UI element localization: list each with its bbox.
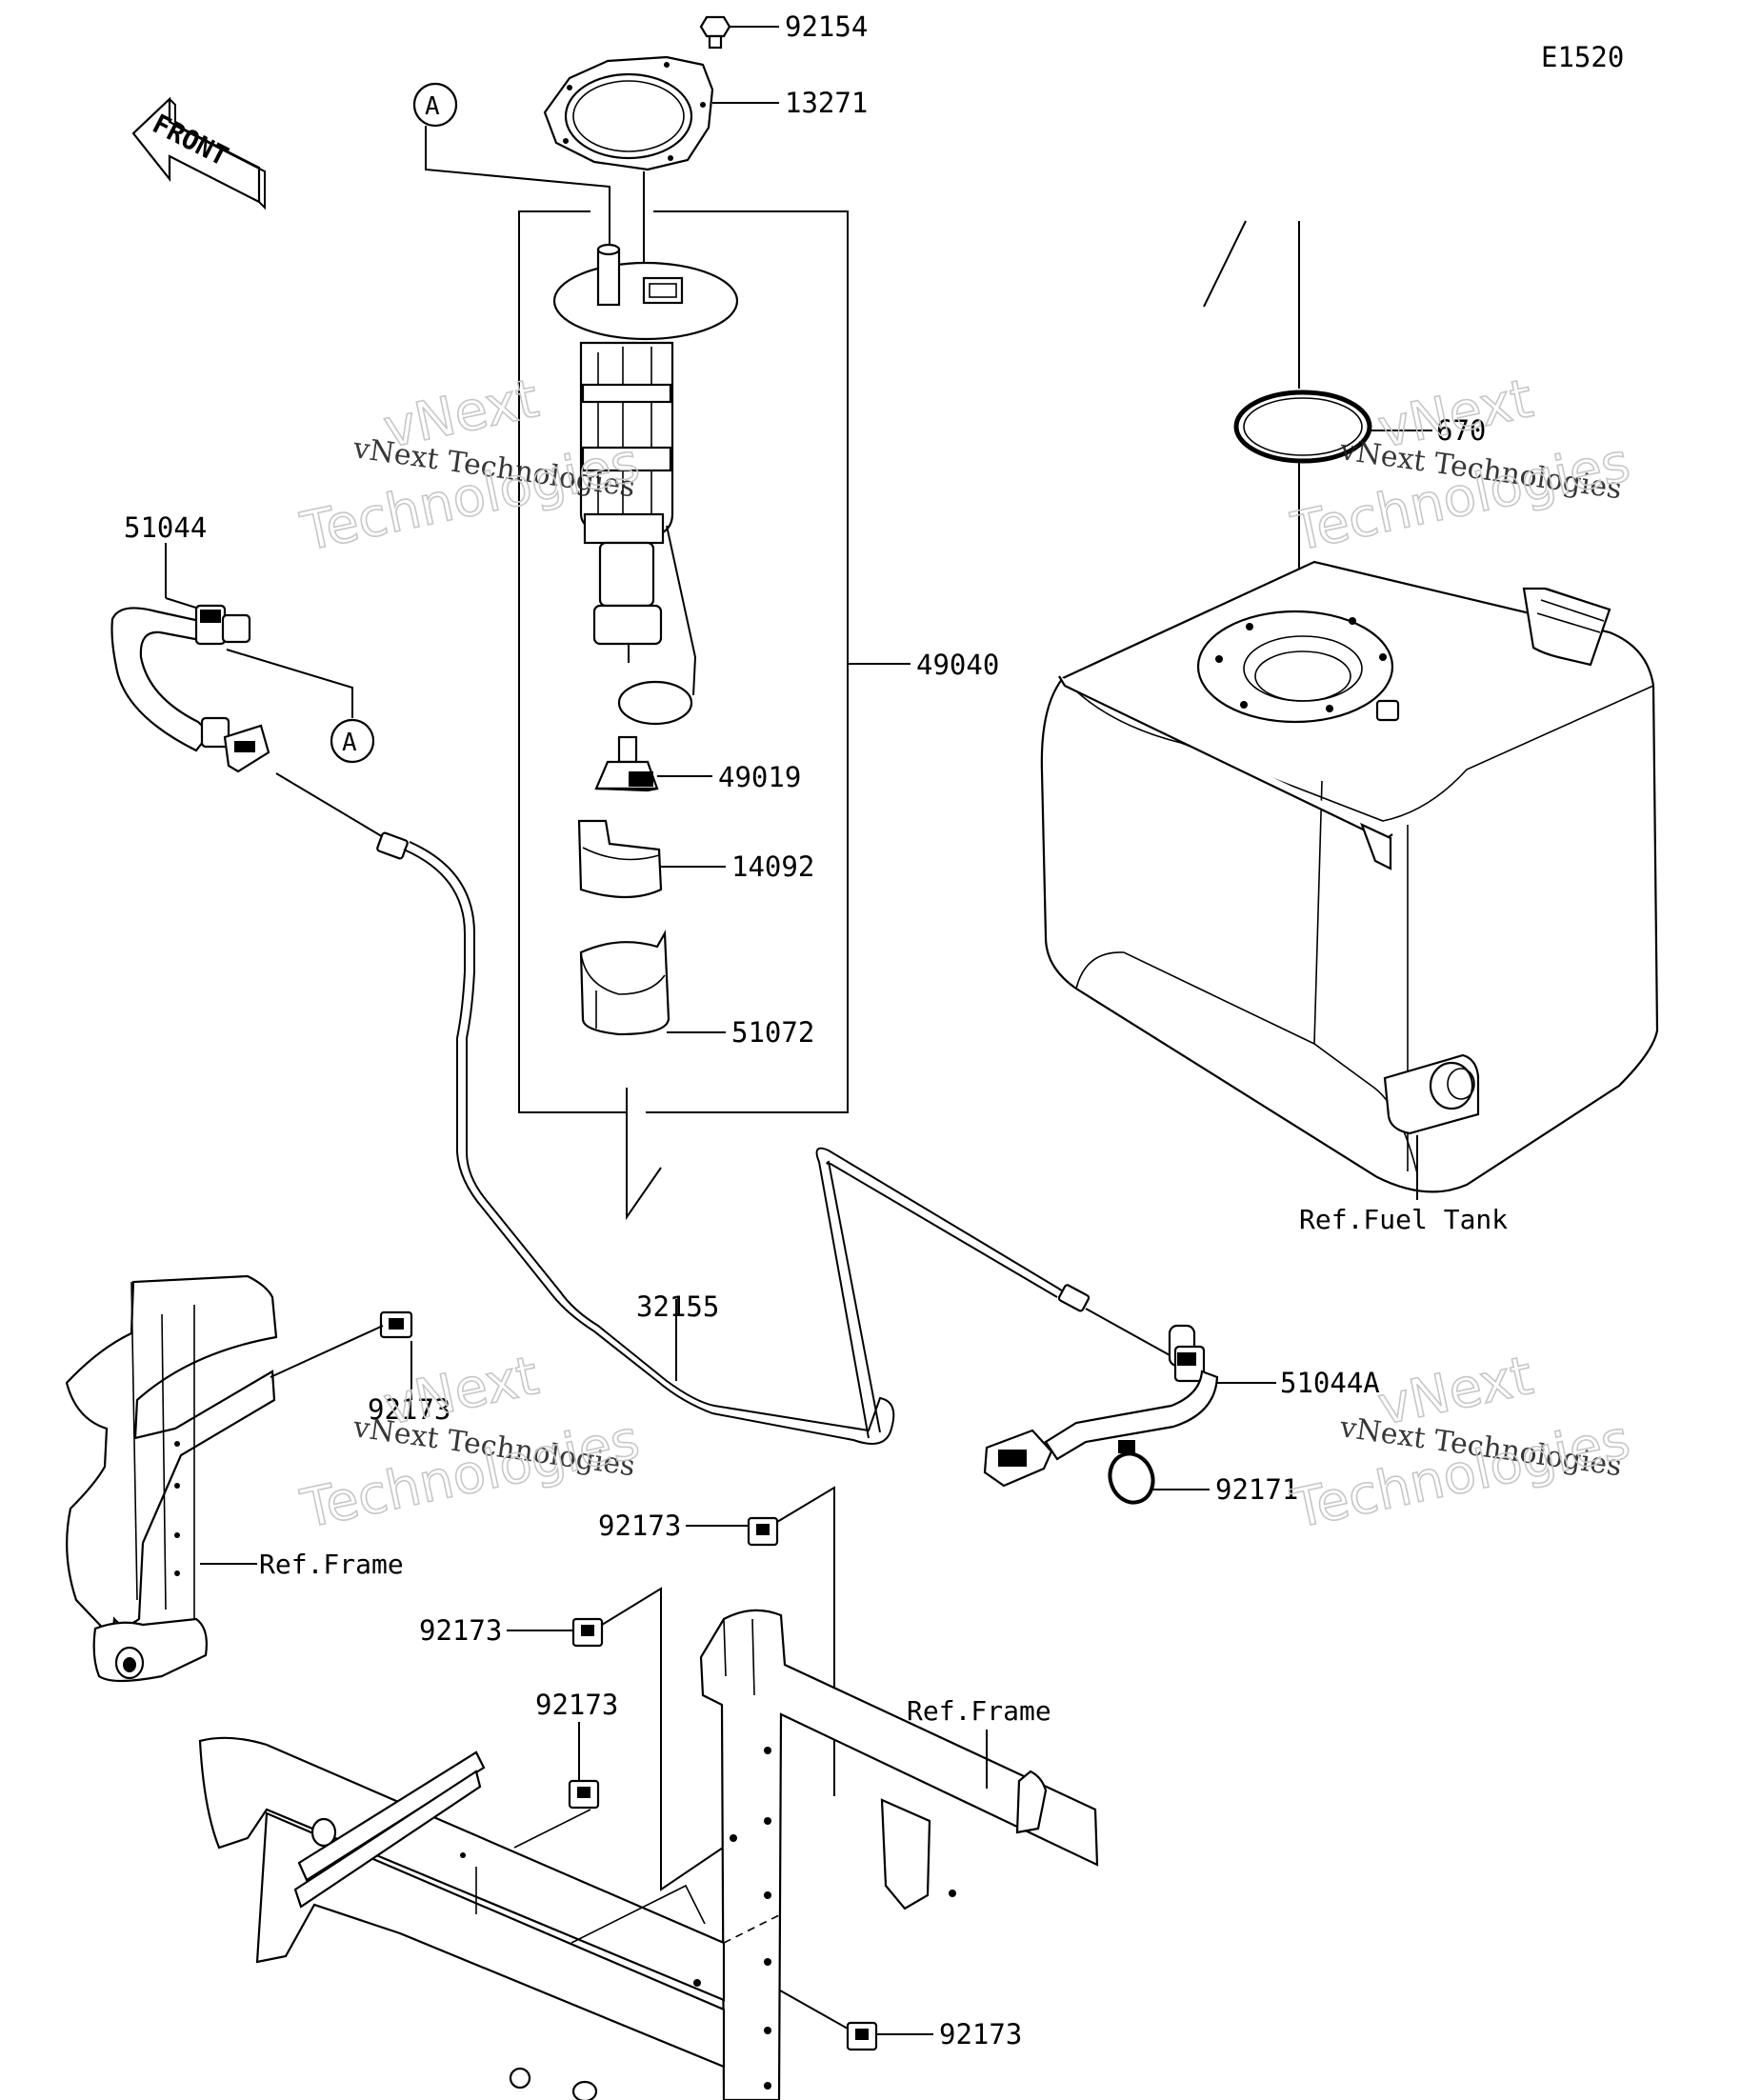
- clip-92173-lower: [568, 1722, 600, 1810]
- clip-92173-middle-left: [507, 1587, 727, 1891]
- svg-text:A: A: [342, 729, 357, 757]
- part-label-92173-e: 92173: [939, 2018, 1022, 2050]
- part-label-92173-c: 92173: [419, 1614, 502, 1647]
- holder-14092: [577, 819, 726, 899]
- bolt-92154: [699, 15, 779, 50]
- gasket-plate-13271: [543, 55, 779, 171]
- part-label-49040: 49040: [916, 649, 999, 681]
- part-label-92173-a: 92173: [368, 1393, 450, 1426]
- ref-label-frame-bottom: Ref.Frame: [907, 1695, 1051, 1727]
- fuel-line-32155: [275, 772, 895, 1445]
- callout-a-left: A: [330, 718, 375, 764]
- fuel-pump: [552, 243, 739, 726]
- clip-92173-bottom: [772, 1986, 933, 2051]
- hose-51044: [110, 543, 353, 773]
- return-fuel-line: [815, 1147, 1172, 1439]
- ref-label-fuel-tank: Ref.Fuel Tank: [1299, 1204, 1508, 1235]
- frame-left: [65, 1274, 278, 1683]
- part-label-92154: 92154: [785, 10, 868, 43]
- fuel-tank: [1040, 560, 1659, 1200]
- part-label-51044a: 51044A: [1280, 1367, 1380, 1399]
- ref-label-frame-left: Ref.Frame: [259, 1549, 404, 1580]
- assembly-bracket-49040: [518, 171, 911, 1113]
- part-label-51072: 51072: [731, 1016, 814, 1049]
- part-label-670: 670: [1436, 414, 1486, 447]
- part-label-49019: 49019: [718, 761, 801, 793]
- part-label-92173-b: 92173: [598, 1510, 681, 1542]
- svg-text:A: A: [425, 92, 440, 121]
- callout-a-top: A: [412, 82, 610, 250]
- clamp-92171: [1108, 1440, 1210, 1505]
- part-label-13271: 13271: [785, 87, 868, 119]
- front-arrow-icon: FRONT: [131, 96, 266, 210]
- hose-51044a: [983, 1324, 1276, 1488]
- part-label-92171: 92171: [1215, 1473, 1298, 1506]
- diagram-code: E1520: [1541, 41, 1624, 73]
- filter-49019: [594, 735, 712, 792]
- cover-51072: [579, 930, 726, 1036]
- frame-bottom: [198, 1609, 1099, 2100]
- part-label-51044: 51044: [124, 511, 207, 544]
- o-ring-670: [1203, 220, 1432, 667]
- part-label-32155: 32155: [636, 1290, 719, 1323]
- clip-92173-upper-left: [270, 1310, 413, 1400]
- watermark-bottom-left: vNext vNext Technologies Technologies: [295, 1344, 646, 1541]
- part-label-14092: 14092: [731, 850, 814, 883]
- part-label-92173-d: 92173: [535, 1689, 618, 1721]
- leader-line-pump-bottom: [626, 1088, 662, 1221]
